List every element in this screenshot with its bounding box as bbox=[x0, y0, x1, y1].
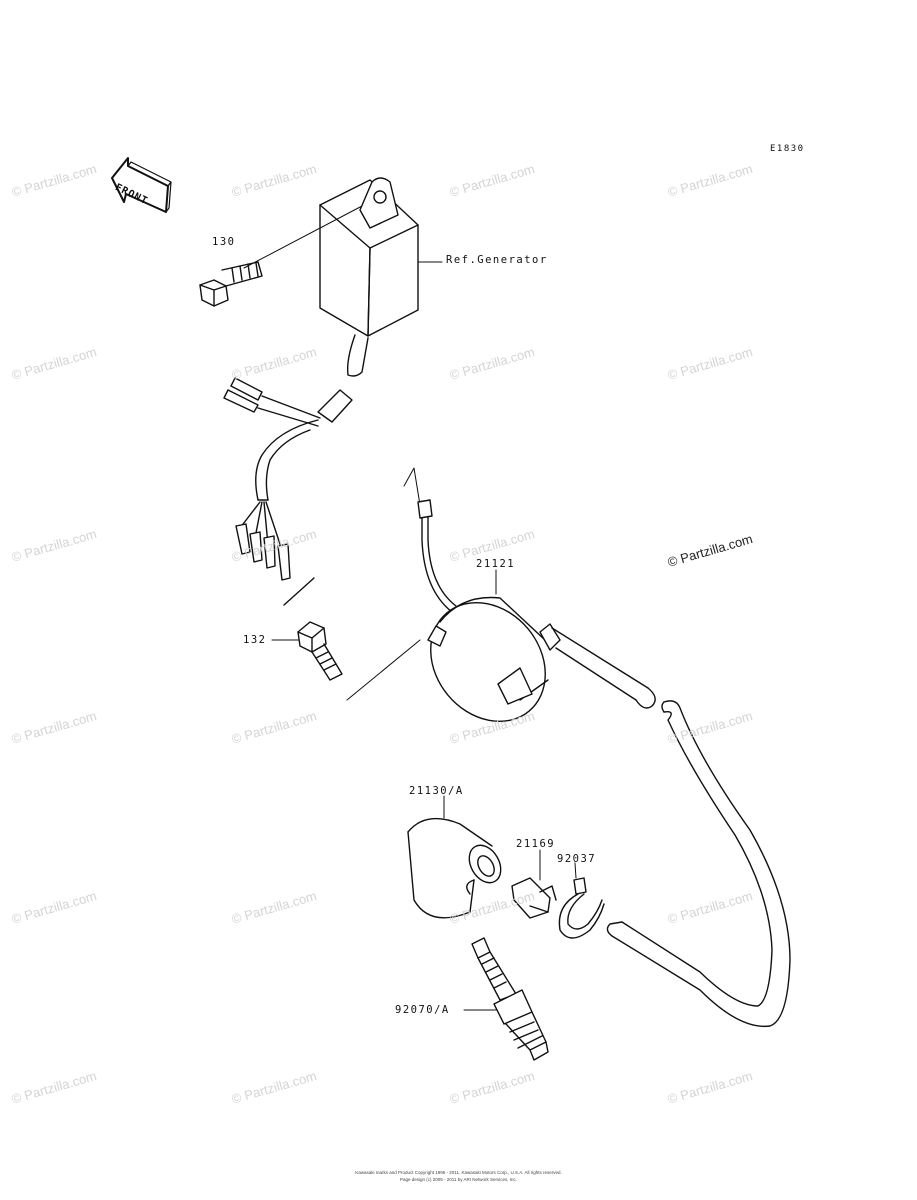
callout-21121[interactable]: 21121 bbox=[476, 558, 516, 570]
callout-92070-a[interactable]: 92070/A bbox=[395, 1004, 450, 1016]
callout-ref-generator[interactable]: Ref.Generator bbox=[446, 254, 548, 266]
ref-generator-part bbox=[223, 177, 419, 606]
callout-132[interactable]: 132 bbox=[243, 634, 267, 646]
diagram-code: E1830 bbox=[770, 144, 805, 154]
terminal-21169-part bbox=[511, 877, 557, 919]
callout-130[interactable]: 130 bbox=[212, 236, 236, 248]
callout-92037[interactable]: 92037 bbox=[557, 853, 597, 865]
ignition-coil-21121-part bbox=[417, 499, 791, 1028]
callout-21169[interactable]: 21169 bbox=[516, 838, 556, 850]
plug-cap-21130-part bbox=[407, 817, 502, 919]
bolt-130-part bbox=[199, 261, 263, 307]
front-arrow-icon bbox=[111, 157, 172, 213]
copyright-line-1: Kawasaki marks and Product Copyright 199… bbox=[355, 1170, 562, 1175]
bolt-132-part bbox=[297, 621, 343, 681]
copyright-line-2: Page design (c) 2005 - 2011 by ARI Netwo… bbox=[400, 1177, 517, 1182]
callout-21130-a[interactable]: 21130/A bbox=[409, 785, 464, 797]
spark-plug-92070-part bbox=[471, 937, 549, 1061]
leader-lines bbox=[243, 205, 577, 1011]
band-92037-part bbox=[558, 877, 605, 939]
